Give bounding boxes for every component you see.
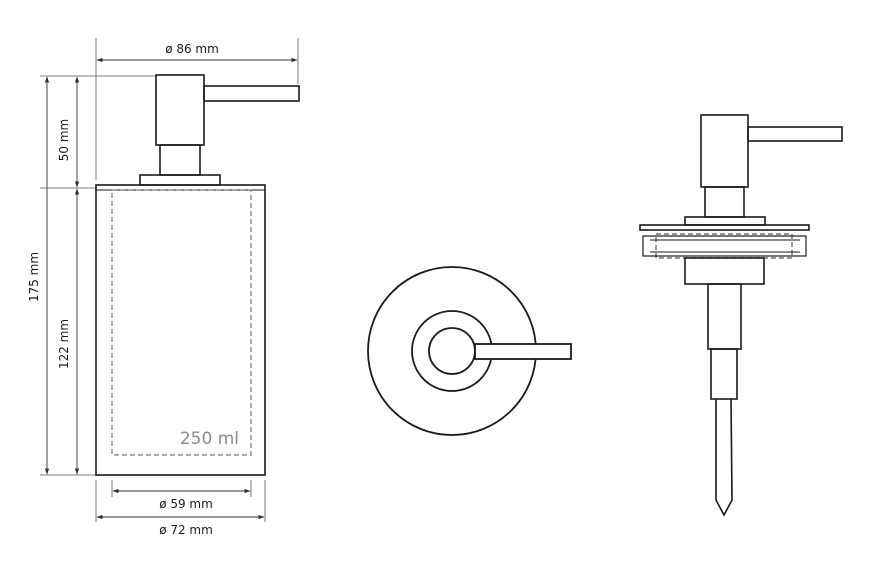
dim-total-height: 175 mm (27, 252, 41, 302)
capacity-label: 250 ml (180, 429, 239, 449)
side-pump-cylinder (707, 283, 742, 350)
top-view (367, 266, 572, 436)
side-pump-insert (655, 233, 793, 259)
side-pump-dip-tube (715, 398, 733, 517)
front-view: 250 ml ø 86 mm 175 mm 50 mm 122 mm ø 59 … (27, 38, 300, 537)
dim-inner-width: ø 59 mm (159, 497, 213, 511)
side-pump-head (700, 114, 749, 188)
pump-spout (203, 85, 300, 102)
side-pump-insert-outer (642, 235, 807, 257)
dim-top-width: ø 86 mm (165, 42, 219, 56)
pump-side-view (639, 114, 843, 517)
side-pump-collar (684, 216, 766, 226)
top-view-spout (474, 343, 572, 360)
top-view-head-circle (428, 327, 476, 375)
inner-vessel-hidden-line (111, 189, 252, 456)
dim-outer-width: ø 72 mm (159, 523, 213, 537)
container-body (95, 184, 266, 476)
extension-lines (40, 38, 299, 522)
side-pump-body (684, 257, 765, 285)
side-pump-tube-upper (710, 348, 738, 400)
pump-head (155, 74, 205, 146)
dim-body-height: 122 mm (57, 319, 71, 369)
pump-neck (159, 144, 201, 176)
side-pump-plate (639, 224, 810, 231)
dim-pump-height: 50 mm (57, 119, 71, 161)
pump-collar (139, 174, 221, 186)
side-pump-spout (747, 126, 843, 142)
side-pump-neck (704, 186, 745, 218)
